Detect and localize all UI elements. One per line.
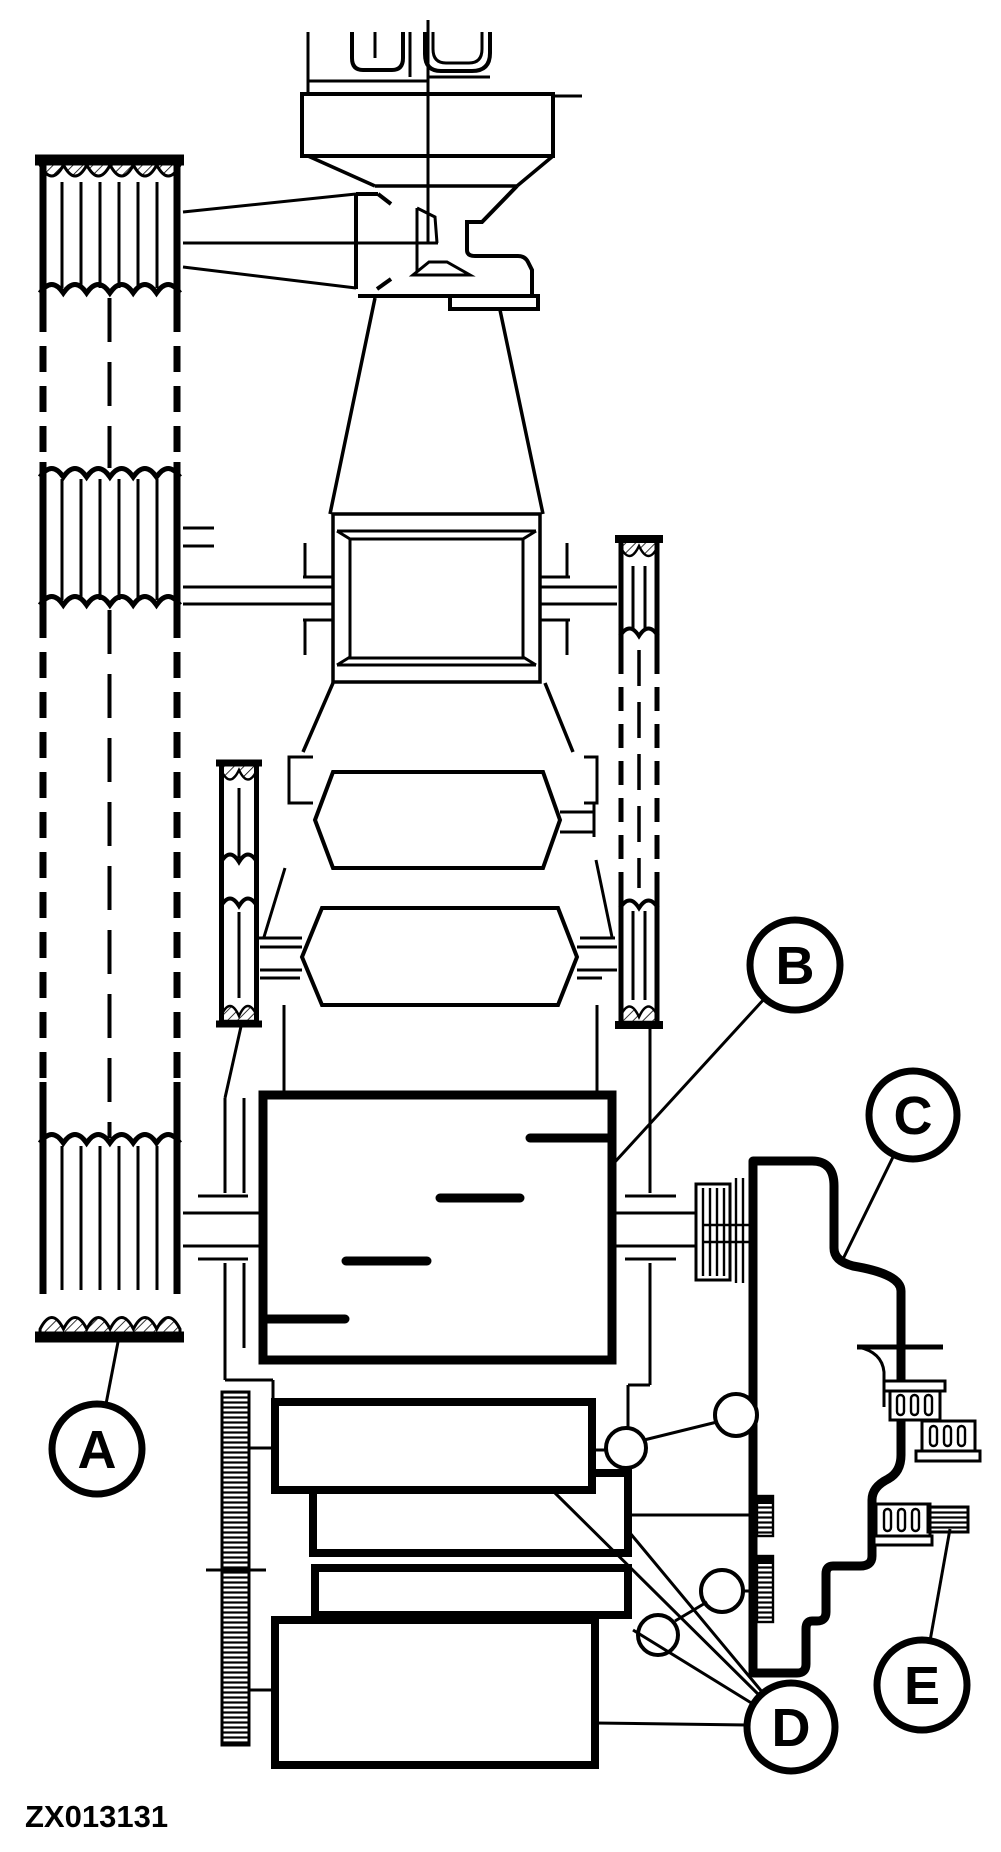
pulley-belt [216,759,262,1028]
left-belt-drive [35,154,214,1343]
callout-d: D [743,1679,839,1775]
case-3 [311,1564,632,1619]
callout-a-circle [48,1400,146,1498]
callout-leaders [104,996,952,1727]
leader-b [612,996,767,1165]
top-engine-assembly [182,20,582,311]
u-pipe [350,32,405,72]
foot-plate [448,294,540,311]
callout-a-label: A [78,1420,117,1480]
housing-level-marks [262,1133,613,1324]
case-4 [271,1616,599,1769]
idler-3 [699,1568,745,1614]
callout-d-label: D [772,1698,811,1758]
idler-4 [636,1613,680,1657]
stacked-gear-cases [271,1398,757,1769]
figure-code: ZX013131 [25,1799,168,1834]
callout-c: C [865,1067,961,1163]
main-gear-housing [183,1021,696,1473]
callout-e-label: E [904,1656,940,1716]
belt-ribs [60,182,159,1290]
belt-cap-hatched [38,158,182,178]
connector-blocks [857,1344,982,1547]
gearbox-outline [748,1156,906,1678]
belt-link-lines [182,192,438,290]
auger-lower [299,906,580,1007]
callout-b-label: B [776,936,815,996]
idler-circles [592,1392,759,1657]
callout-b-circle [746,916,844,1014]
right-belt-drive [615,535,663,1029]
j-pipe-outer [423,32,492,73]
spline-coupling [694,1178,762,1283]
inner-spout [415,206,439,273]
callout-d-circle [743,1679,839,1775]
feeder-right-profile [465,184,534,296]
callout-a: A [48,1400,146,1498]
case-1 [271,1398,596,1494]
gear-rack [206,1390,275,1747]
leader-a [104,1341,120,1405]
side-gearbox [748,1156,906,1678]
feeder-bracket [354,192,533,298]
callout-c-label: C [894,1086,933,1146]
auger-upper [312,770,563,870]
leader-d [551,1489,765,1727]
callout-c-circle [865,1067,961,1163]
j-pipe-inner [431,32,484,65]
belt-bottom-hatched [38,1316,182,1336]
separator-drum [183,297,617,684]
callout-b: B [746,916,844,1014]
callout-e-circle [873,1636,971,1734]
leader-c [841,1154,896,1260]
auger-section [259,682,617,1095]
idler-1 [604,1426,648,1470]
callout-e: E [873,1636,971,1734]
leader-e [928,1528,952,1642]
idler-2 [713,1392,759,1438]
